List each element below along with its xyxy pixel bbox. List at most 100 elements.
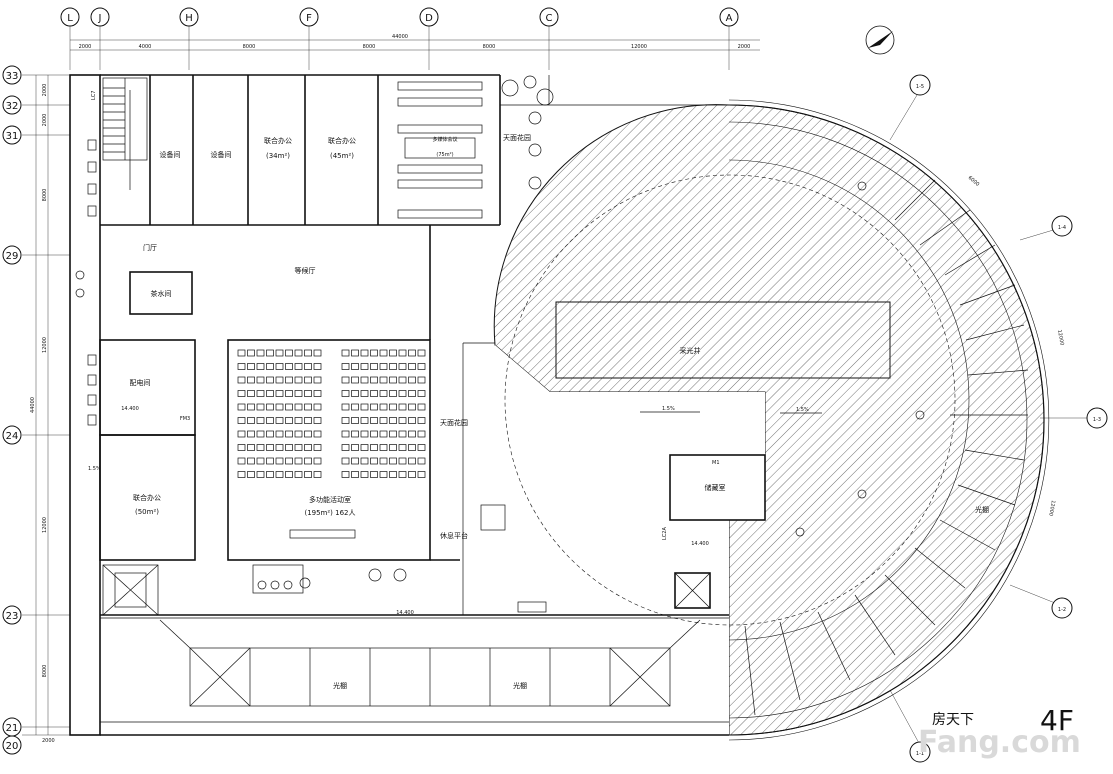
round-roof-label: 光棚 <box>975 505 989 514</box>
hall-seat <box>237 457 246 465</box>
lc2a-label: LC2A <box>662 527 668 540</box>
axis-bubble-A: A <box>719 7 739 27</box>
hall-seat <box>237 430 246 438</box>
room-media-meeting: 多媒体会议 <box>432 136 457 143</box>
hall-seat <box>275 363 284 370</box>
hall-seat <box>398 457 407 465</box>
hall-seat <box>237 390 246 397</box>
hall-seat <box>370 376 378 384</box>
hall-seat <box>341 430 350 438</box>
axis-bubble-D: D <box>419 7 439 27</box>
hall-seat <box>266 363 274 370</box>
svg-text:D: D <box>425 13 433 24</box>
hall-seat <box>341 444 350 451</box>
hall-seat <box>313 471 322 478</box>
hall-seat <box>370 403 378 411</box>
svg-text:1-5: 1-5 <box>916 84 924 90</box>
room-equipment-1: 设备间 <box>160 150 181 159</box>
hall-seat <box>398 417 407 424</box>
room-tea: 茶水间 <box>151 289 172 298</box>
hall-seat <box>417 403 426 411</box>
hall-seat <box>379 471 388 478</box>
hall-seat <box>379 349 388 357</box>
svg-text:24: 24 <box>6 431 19 442</box>
svg-text:33: 33 <box>6 71 19 82</box>
room-joint-office-3: 联合办公 <box>133 493 161 502</box>
hall-seat <box>256 390 265 397</box>
svg-text:1-4: 1-4 <box>1058 225 1066 231</box>
hall-seat <box>294 376 303 384</box>
radial-bubble-1-4: 1-4 <box>1051 215 1073 237</box>
hall-seat <box>417 417 426 424</box>
hall-seat <box>398 376 407 384</box>
hall-seat <box>408 417 416 424</box>
plant-icon <box>501 75 554 106</box>
dim-bottom-small: 2000 <box>42 738 55 744</box>
level-a: 14.400 <box>121 406 139 412</box>
hall-seat <box>256 417 265 424</box>
hall-seat <box>370 430 378 438</box>
hall-seat <box>275 471 284 478</box>
hall-seat <box>247 376 255 384</box>
hall-seat <box>351 349 359 357</box>
m1-label: M1 <box>712 460 720 466</box>
hall-seat <box>389 376 397 384</box>
hall-seat <box>341 403 350 411</box>
top-axis-lines <box>69 26 760 70</box>
hall-seat <box>256 471 265 478</box>
hall-seat <box>247 471 255 478</box>
hall-seat <box>360 363 369 370</box>
round-hall: 采光井 光棚 1.5% 1.5% <box>493 99 1050 741</box>
hall-seat <box>304 417 312 424</box>
hall-seat <box>285 390 293 397</box>
hall-seat <box>237 349 246 357</box>
dim-left-4: 12000 <box>42 337 48 353</box>
svg-text:A: A <box>726 13 733 24</box>
dim-top-6: 12000 <box>631 44 647 50</box>
hall-seat <box>360 376 369 384</box>
hall-seat <box>417 376 426 384</box>
hall-seat <box>341 363 350 370</box>
hall-seat <box>266 417 274 424</box>
hall-seat <box>398 471 407 478</box>
stair-icon <box>102 77 148 190</box>
hall-seat <box>275 349 284 357</box>
media-room-seating <box>397 81 483 219</box>
hall-seat <box>408 457 416 465</box>
hall-seat <box>256 376 265 384</box>
hall-seat <box>389 403 397 411</box>
hall-seat <box>351 376 359 384</box>
svg-text:23: 23 <box>6 611 19 622</box>
dim-top-7: 2000 <box>738 44 751 50</box>
hall-seat <box>256 430 265 438</box>
dim-top-3: 8000 <box>243 44 256 50</box>
svg-text:21: 21 <box>6 723 19 734</box>
dim-top-1: 2000 <box>79 44 92 50</box>
hall-seat <box>360 430 369 438</box>
hall-seat <box>389 363 397 370</box>
hall-seat <box>237 417 246 424</box>
svg-text:F: F <box>306 13 312 24</box>
hall-seat <box>266 376 274 384</box>
multi-hall-seating <box>237 349 426 478</box>
hall-seat <box>304 390 312 397</box>
hall-seat <box>285 471 293 478</box>
room-joint-office-2: 联合办公 <box>328 136 356 145</box>
stage <box>289 529 356 539</box>
hall-seat <box>408 349 416 357</box>
hall-seat <box>389 349 397 357</box>
svg-text:29: 29 <box>6 251 19 262</box>
hall-seat <box>370 349 378 357</box>
hall-seat <box>256 349 265 357</box>
hall-seat <box>247 363 255 370</box>
hall-seat <box>237 403 246 411</box>
hall-seat <box>294 349 303 357</box>
dim-arc-1: 6000 <box>967 175 981 188</box>
hall-seat <box>408 430 416 438</box>
hall-seat <box>370 417 378 424</box>
hall-seat <box>408 444 416 451</box>
hall-seat <box>351 444 359 451</box>
hall-seat <box>313 444 322 451</box>
hall-seat <box>417 363 426 370</box>
hall-seat <box>398 403 407 411</box>
